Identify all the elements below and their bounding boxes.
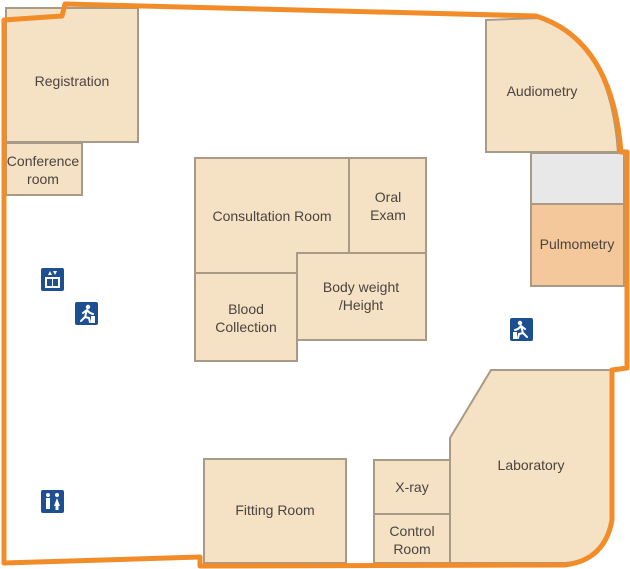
room-label-body-weight-2: /Height — [339, 297, 383, 313]
room-label-blood-2: Collection — [215, 319, 276, 335]
room-label-body-weight-1: Body weight — [323, 279, 399, 295]
room-unlabeled-gray — [530, 152, 625, 205]
room-label-xray: X-ray — [395, 479, 428, 495]
room-xray[interactable]: X-ray — [373, 459, 451, 515]
emergency-exit-icon — [510, 318, 533, 341]
room-label-pulmometry: Pulmometry — [540, 236, 615, 252]
room-label-control-1: Control — [389, 523, 434, 539]
room-label-registration: Registration — [35, 73, 110, 89]
emergency-exit-icon — [75, 302, 98, 325]
room-control[interactable]: Control Room — [373, 513, 451, 564]
room-label-laboratory: Laboratory — [498, 457, 565, 473]
room-label-oral-exam-1: Oral — [375, 189, 401, 205]
room-label-conference-2: room — [27, 171, 59, 187]
elevator-icon — [41, 268, 64, 291]
room-consultation[interactable]: Consultation Room — [194, 157, 350, 274]
room-oral-exam[interactable]: Oral Exam — [348, 157, 427, 254]
room-label-conference-1: Conference — [7, 153, 80, 169]
room-audiometry[interactable]: Audiometry — [485, 16, 620, 153]
room-label-oral-exam-2: Exam — [370, 207, 406, 223]
room-label-control-2: Room — [393, 541, 430, 557]
room-label-consultation: Consultation Room — [212, 208, 331, 224]
room-fitting[interactable]: Fitting Room — [203, 458, 347, 564]
room-laboratory[interactable]: Laboratory — [449, 369, 613, 564]
room-body-weight[interactable]: Body weight /Height — [296, 252, 427, 341]
room-blood-collection[interactable]: Blood Collection — [194, 272, 298, 362]
room-pulmometry[interactable]: Pulmometry — [530, 203, 625, 287]
room-conference[interactable]: Conference room — [5, 142, 83, 196]
room-registration[interactable]: Registration — [5, 7, 139, 143]
restroom-icon — [41, 490, 64, 513]
room-label-fitting: Fitting Room — [235, 502, 314, 518]
room-label-audiometry: Audiometry — [507, 83, 578, 99]
room-label-blood-1: Blood — [228, 301, 264, 317]
